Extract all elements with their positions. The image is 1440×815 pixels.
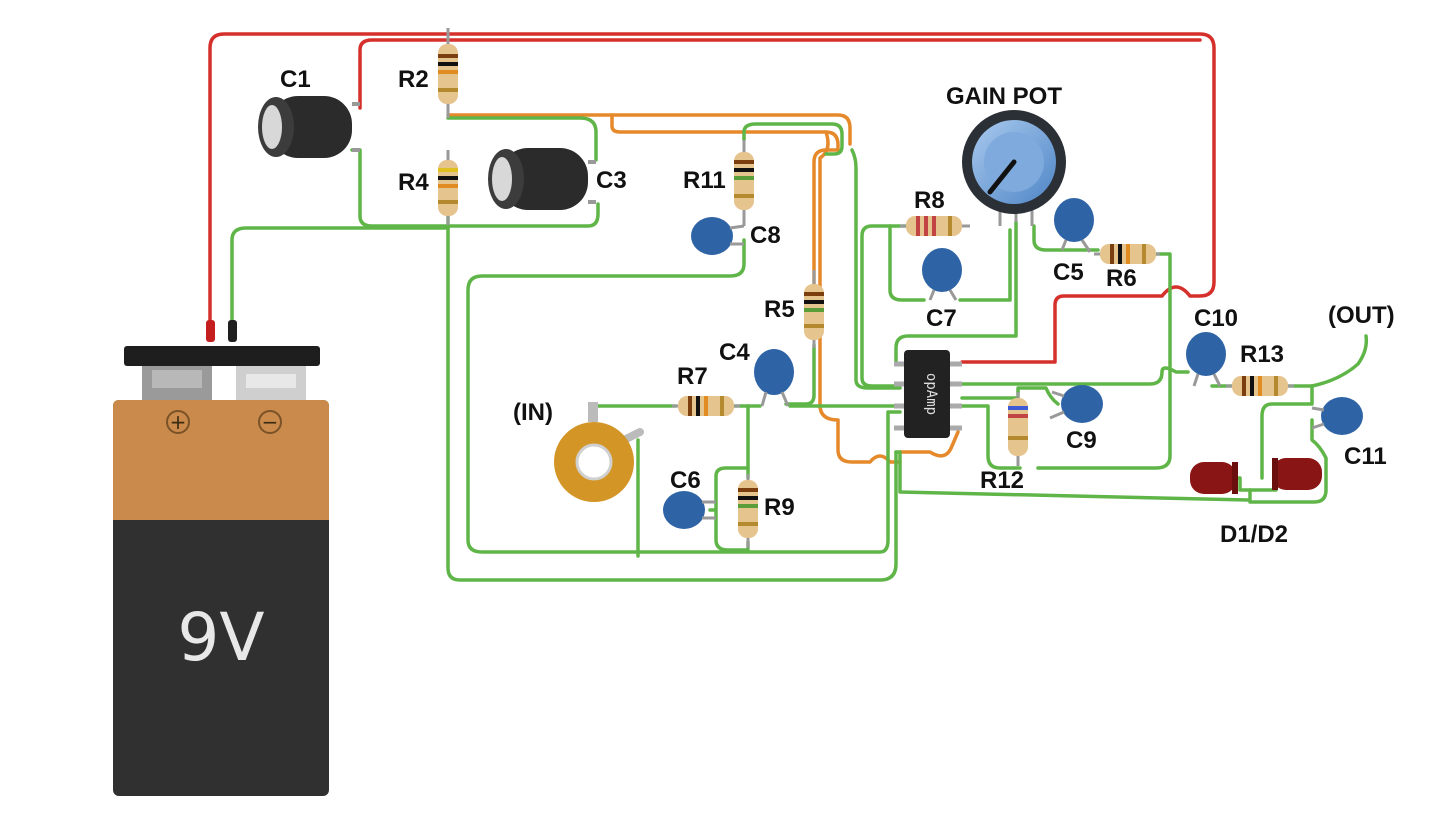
label-r9: R9 <box>764 494 795 521</box>
wire-orange-1 <box>446 113 852 146</box>
resistor-icon <box>1226 376 1294 396</box>
wire-green-out <box>1310 334 1369 388</box>
ceramic-capacitor-icon <box>1049 385 1103 423</box>
wire-green-input <box>590 404 678 422</box>
ic-chip-icon: opAmp <box>894 350 962 438</box>
label-c9: C9 <box>1066 427 1097 454</box>
label-c10: C10 <box>1194 305 1238 332</box>
red-wires <box>208 32 1216 364</box>
ceramic-capacitor-icon <box>663 491 716 529</box>
wire-red-r2-top <box>358 38 1202 110</box>
resistor-icon <box>1008 392 1028 466</box>
battery-plus-symbol: + <box>170 410 187 434</box>
orange-wires <box>446 113 960 464</box>
wire-green-r5-c4 <box>784 343 816 406</box>
audio-jack-icon <box>554 402 644 502</box>
label-r13: R13 <box>1240 341 1284 368</box>
wire-green-c5 <box>1032 224 1100 252</box>
resistor-icon <box>672 396 740 416</box>
label-r12: R12 <box>980 467 1024 494</box>
label-gain-pot: GAIN POT <box>946 83 1062 110</box>
battery-icon: + − 9V <box>113 320 329 796</box>
label-c4: C4 <box>719 339 750 366</box>
ceramic-capacitor-icon <box>1186 332 1226 387</box>
wire-green-r4-bottom <box>446 198 898 582</box>
ceramic-capacitor-icon <box>754 349 794 407</box>
ceramic-capacitor-icon <box>691 217 745 255</box>
wire-green-pot-chip <box>894 220 1018 366</box>
resistor-icon <box>438 150 458 225</box>
led-icon <box>1272 458 1322 490</box>
label-r7: R7 <box>677 363 708 390</box>
green-wires <box>230 116 1369 582</box>
led-icon <box>1190 462 1238 494</box>
label-c5: C5 <box>1053 259 1084 286</box>
label-r11: R11 <box>683 167 726 194</box>
label-r6: R6 <box>1106 265 1137 292</box>
label-output: (OUT) <box>1328 302 1395 329</box>
opamp-chip-label: opAmp <box>923 373 939 415</box>
ceramic-capacitor-icon <box>1054 198 1094 253</box>
label-r8: R8 <box>914 187 945 214</box>
ceramic-capacitor-icon <box>1311 397 1363 435</box>
wire-green-r6-right <box>1036 252 1172 470</box>
wire-green-c9 <box>1016 386 1060 406</box>
resistor-icon <box>438 28 458 118</box>
label-c1: C1 <box>280 66 311 93</box>
label-c8: C8 <box>750 222 781 249</box>
wire-green-c11-loop <box>1260 384 1314 480</box>
label-r5: R5 <box>764 296 795 323</box>
resistor-icon <box>900 216 970 236</box>
wire-green-battery-minus <box>230 226 450 324</box>
electrolytic-capacitor-icon <box>258 96 360 158</box>
label-diodes: D1/D2 <box>1220 521 1288 548</box>
resistor-icon <box>734 140 754 226</box>
potentiometer-icon <box>962 110 1066 226</box>
wire-orange-3 <box>818 130 902 464</box>
resistor-icon <box>738 474 758 548</box>
battery-voltage-label: 9V <box>177 599 264 676</box>
label-c7: C7 <box>926 305 957 332</box>
wire-green-chip-c10 <box>960 366 1190 386</box>
wire-green-r5-in <box>850 148 902 390</box>
wire-green-c11-down <box>1248 418 1328 504</box>
label-c3: C3 <box>596 167 627 194</box>
label-input: (IN) <box>513 399 553 426</box>
wire-green-gnd-bus <box>894 450 1250 502</box>
wire-orange-2 <box>610 113 840 294</box>
wire-green-r4-c3 <box>446 116 598 162</box>
wire-green-c8-loop <box>466 238 902 554</box>
wire-green-c7-loop <box>888 224 1012 302</box>
component-labels: C1 R2 R4 C3 R11 C8 R5 C4 R7 C6 R9 (IN) G… <box>280 66 1395 548</box>
wire-green-c1-loop <box>350 148 600 228</box>
wire-red-battery-plus <box>208 32 1216 364</box>
wire-green-r8-left <box>860 224 908 388</box>
ceramic-capacitor-icon <box>922 248 962 301</box>
label-c6: C6 <box>670 467 701 494</box>
label-c11: C11 <box>1344 443 1387 470</box>
battery-minus-symbol: − <box>262 410 279 434</box>
label-r4: R4 <box>398 169 429 196</box>
electrolytic-capacitor-icon <box>488 148 596 210</box>
wire-orange-4 <box>898 430 960 458</box>
resistor-icon <box>1094 244 1160 264</box>
resistor-icon <box>804 270 824 348</box>
wire-green-r11 <box>742 122 844 156</box>
wire-green-diode <box>1230 476 1278 492</box>
wire-green-c6 <box>708 466 750 552</box>
label-r2: R2 <box>398 66 429 93</box>
